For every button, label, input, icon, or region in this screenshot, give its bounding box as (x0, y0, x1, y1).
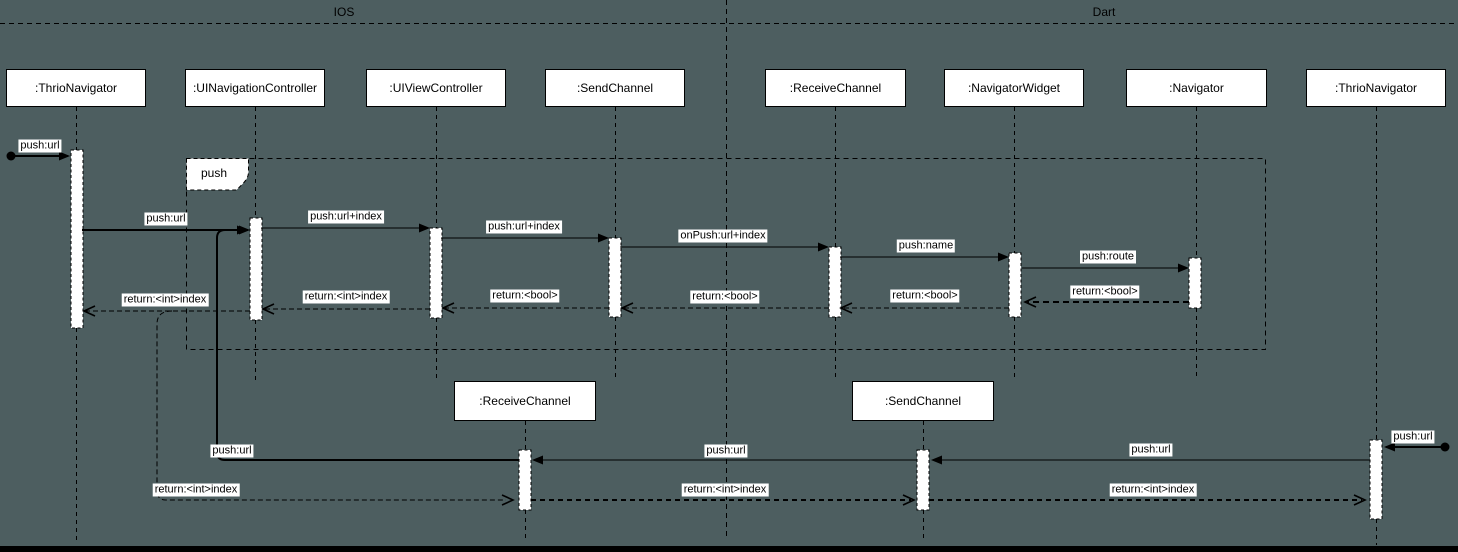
message-label-7: return:<bool> (1070, 285, 1140, 299)
activation-receivechannel-native (518, 449, 532, 511)
participant-receivechannel-native: :ReceiveChannel (454, 381, 596, 421)
arrowhead-3 (598, 233, 609, 243)
participant-sendchannel-dart: :SendChannel (852, 381, 994, 421)
participant-thrio-dart: :ThrioNavigator (1306, 69, 1446, 107)
participant-uiview: :UIViewController (366, 69, 506, 107)
participant-uinav: :UINavigationController (185, 69, 325, 107)
found-message-endpoint-13 (1440, 442, 1450, 452)
activation-sendchannel-dart (916, 449, 930, 511)
message-label-14: push:url (1129, 443, 1173, 457)
bottom-border-band (0, 546, 1458, 552)
arrowhead-18 (902, 494, 916, 506)
message-label-2: push:url+index (308, 210, 384, 224)
message-label-16: push:url (210, 444, 254, 458)
activation-navigator (1188, 257, 1202, 309)
frame-operator-label: push (200, 166, 228, 180)
arrowhead-2 (419, 223, 430, 233)
message-label-12: return:<int>index (121, 293, 209, 307)
arrowhead-19 (1353, 494, 1367, 506)
message-label-17: return:<int>index (152, 483, 240, 497)
message-label-8: return:<bool> (890, 289, 960, 303)
arrowhead-11 (261, 303, 275, 315)
push-frame-pentagon (186, 158, 249, 191)
region-label-ios: IOS (333, 5, 355, 19)
message-label-1: push:url (144, 212, 188, 226)
push-frame-rect (186, 158, 1266, 350)
arrowhead-13 (1384, 442, 1395, 452)
message-label-6: push:route (1080, 250, 1136, 264)
activation-uinav (249, 217, 263, 321)
message-label-18: return:<int>index (681, 483, 769, 497)
message-label-0: push:url (18, 139, 62, 153)
message-path-16 (216, 229, 519, 461)
message-label-11: return:<int>index (302, 290, 390, 304)
arrowhead-12 (82, 305, 96, 317)
found-message-endpoint-0 (6, 151, 16, 161)
message-label-19: return:<int>index (1109, 483, 1197, 497)
participant-receivechannel-dart: :ReceiveChannel (765, 69, 906, 107)
participant-thrio-native: :ThrioNavigator (6, 69, 146, 107)
activation-thrio-native (70, 149, 84, 329)
participant-sendchannel-native: :SendChannel (545, 69, 685, 107)
region-label-dart: Dart (1092, 5, 1116, 19)
activation-thrio-dart (1369, 439, 1383, 520)
activation-receivechannel-dart (828, 246, 842, 318)
arrowhead-16 (237, 225, 248, 235)
arrowhead-15 (532, 455, 543, 465)
activation-sendchannel-native (608, 237, 622, 318)
arrowhead-17 (501, 494, 515, 506)
message-label-9: return:<bool> (690, 290, 760, 304)
message-label-4: onPush:url+index (678, 229, 768, 243)
participant-navigatorwidget: :NavigatorWidget (944, 69, 1084, 107)
arrowhead-5 (998, 252, 1009, 262)
message-label-3: push:url+index (486, 220, 562, 234)
message-label-5: push:name (896, 239, 956, 253)
arrowhead-10 (441, 302, 455, 314)
message-label-10: return:<bool> (490, 289, 560, 303)
participant-navigator: :Navigator (1126, 69, 1267, 107)
arrowhead-14 (931, 455, 942, 465)
arrowhead-4 (818, 242, 829, 252)
arrowhead-7 (1023, 296, 1037, 308)
message-path-17 (156, 310, 506, 501)
message-label-15: push:url (704, 444, 748, 458)
message-label-13: push:url (1391, 430, 1435, 444)
activation-uiview (429, 227, 443, 319)
arrowhead-8 (839, 302, 853, 314)
activation-navigatorwidget (1008, 252, 1022, 318)
arrowhead-0 (59, 151, 70, 161)
arrowhead-6 (1178, 263, 1189, 273)
arrowhead-9 (620, 302, 634, 314)
